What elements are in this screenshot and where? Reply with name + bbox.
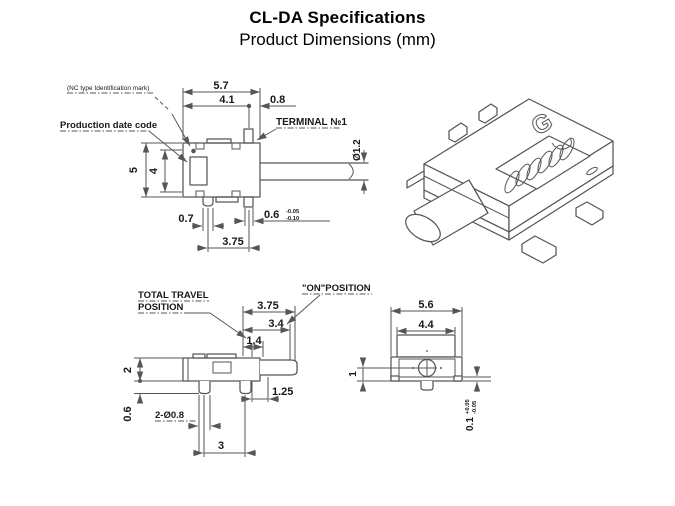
top-view-part <box>182 128 369 208</box>
end-view-part <box>357 334 463 391</box>
label-on-position: "ON"POSITION <box>302 283 371 294</box>
terminal-1 <box>243 128 254 144</box>
side-pin-1 <box>198 381 211 395</box>
dim-terminal-tol-upper: -0.05 <box>286 209 300 215</box>
page-subtitle: Product Dimensions (mm) <box>239 30 436 49</box>
dim-terminal-tol-lower: -0.10 <box>286 216 299 222</box>
dim-shaft-exposed: 1.25 <box>272 386 293 398</box>
end-view: 5.6 4.4 1 0.1 +0.05 -0.05 <box>348 299 491 431</box>
side-view-labels: TOTAL TRAVEL POSITION "ON"POSITION <box>138 283 372 339</box>
label-total-travel-1: TOTAL TRAVEL <box>138 290 209 301</box>
page-title: CL-DA Specifications <box>249 8 426 27</box>
label-date-code: Production date code <box>60 120 157 131</box>
iso-plunger-end <box>405 213 441 243</box>
dim-end-top-width: 4.4 <box>418 319 434 331</box>
iso-view: G <box>405 98 614 264</box>
date-code-area <box>189 156 208 186</box>
top-view: 5.7 4.1 0.8 Ø1.2 5 <box>60 80 369 252</box>
dim-terminal-width: 0.6 <box>264 209 279 221</box>
side-view-dimensions: 3.75 3.4 1.4 1.25 2 0.6 <box>122 300 296 457</box>
part-marking-hook <box>551 137 572 150</box>
dim-on-travel: 3.4 <box>268 318 284 330</box>
shaft-tip-arc <box>348 163 354 180</box>
end-view-dimensions: 5.6 4.4 1 0.1 +0.05 -0.05 <box>348 299 491 431</box>
side-pin-2 <box>239 381 252 395</box>
label-nc-mark: (NC type Identification mark) <box>67 85 149 92</box>
dim-standoff: 0.1 <box>465 417 476 431</box>
dim-pin-holes: 2-Ø0.8 <box>155 410 184 421</box>
end-bottom-tab <box>420 381 434 391</box>
dim-body-depth: 5 <box>128 167 140 173</box>
sheet-header: CL-DA Specifications Product Dimensions … <box>0 8 675 50</box>
label-total-travel-2: POSITION <box>138 302 184 313</box>
dim-body-height: 2 <box>122 367 134 373</box>
dim-pin-pitch-side: 3 <box>218 440 224 452</box>
label-terminal-1: TERMINAL №1 <box>276 117 347 128</box>
dim-pin-length: 0.6 <box>122 406 134 421</box>
nc-mark-dot <box>191 148 196 154</box>
dim-pin-pitch-top: 3.75 <box>222 236 243 248</box>
dim-center-height: 1 <box>348 371 359 377</box>
dim-free-travel: 1.4 <box>246 335 262 347</box>
dim-standoff-tol-lower: -0.05 <box>472 400 478 414</box>
dim-inner-depth: 4 <box>148 167 160 174</box>
dim-total-travel: 3.75 <box>257 300 278 312</box>
side-plunger <box>260 359 298 376</box>
top-view-dimensions: 5.7 4.1 0.8 Ø1.2 5 <box>128 80 368 252</box>
iso-spring <box>504 137 575 194</box>
side-view-part <box>182 353 298 395</box>
dim-standoff-tol-upper: +0.05 <box>465 399 471 414</box>
dim-end-body-width: 5.6 <box>418 299 433 311</box>
dim-pin-width: 0.7 <box>178 213 193 225</box>
dim-terminal-span: 4.1 <box>219 94 234 106</box>
top-view-labels: (NC type Identification mark) Production… <box>60 85 347 163</box>
dim-shaft-dia: Ø1.2 <box>352 139 363 161</box>
dim-body-width: 5.7 <box>213 80 228 92</box>
dim-edge-offset: 0.8 <box>270 94 285 106</box>
side-view: 3.75 3.4 1.4 1.25 2 0.6 <box>122 283 372 457</box>
